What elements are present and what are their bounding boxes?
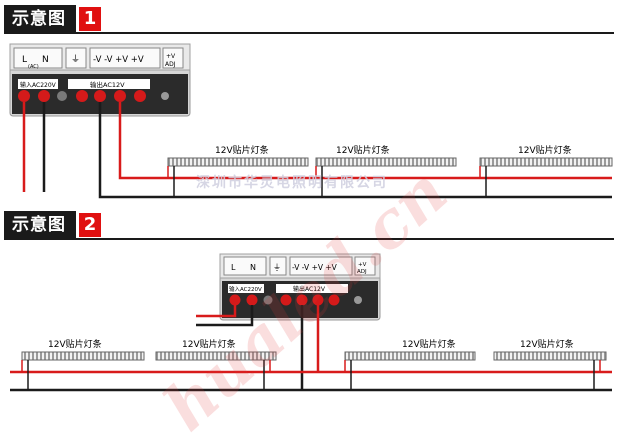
- psu2-label-N: N: [250, 263, 256, 272]
- psu1-output-label: 输出AC12V: [90, 80, 125, 89]
- psu2-label-L: L: [231, 263, 236, 272]
- diagram-canvas: 示意图 1 示意图 2 L N (AC) ⏚ -V -V +V +V: [4, 4, 614, 446]
- diagram-1-number-badge: 1: [79, 7, 101, 31]
- diagram-2-power-supply: L N ⏚ -V -V +V +V +V ADJ 输入AC220V 输出AC12…: [219, 253, 381, 321]
- wiring-diagram-svg: L N (AC) ⏚ -V -V +V +V +V ADJ 输入AC220V: [9, 43, 613, 392]
- diagram-2-title: 示意图: [4, 211, 76, 239]
- psu1-input-label: 输入AC220V: [20, 81, 57, 89]
- d2-strip-3-label: 12V贴片灯条: [402, 338, 456, 350]
- diagram-2-number-badge: 2: [79, 213, 101, 237]
- d1-bus-negative: [98, 102, 612, 199]
- d2-strip-2-label: 12V贴片灯条: [182, 338, 236, 350]
- psu1-label-N: N: [42, 55, 49, 65]
- psu2-input-label: 输入AC220V: [229, 285, 262, 293]
- d2-strip-4: 12V贴片灯条: [493, 338, 607, 390]
- psu2-output-label: 输出AC12V: [293, 285, 326, 293]
- d2-input-wire-red: [196, 305, 237, 318]
- d2-strip-3: 12V贴片灯条: [344, 338, 476, 390]
- d1-strip-2-label: 12V贴片灯条: [336, 144, 390, 156]
- d1-strip-3-label: 12V贴片灯条: [518, 144, 572, 156]
- d1-strip-1: 12V贴片灯条: [167, 144, 309, 197]
- diagram-1-power-supply: L N (AC) ⏚ -V -V +V +V +V ADJ 输入AC220V: [9, 43, 191, 117]
- psu1-label-L: L: [22, 55, 27, 65]
- d1-strip-1-label: 12V贴片灯条: [215, 144, 269, 156]
- psu2-label-ground: ⏚: [273, 263, 281, 272]
- d1-bus-positive: [118, 102, 612, 180]
- d1-strip-2: 12V贴片灯条: [315, 144, 457, 197]
- diagram-1-divider: [4, 32, 614, 34]
- diagram-1-header: 示意图 1: [4, 4, 101, 34]
- d2-input-wire-black: [196, 305, 254, 327]
- psu1-terminal-block: [18, 90, 169, 102]
- d2-strip-2: 12V贴片灯条: [155, 338, 277, 390]
- psu2-terminal-block: [229, 294, 362, 306]
- psu2-label-adj-v: +V: [358, 262, 367, 268]
- psu1-label-ground: ⏚: [71, 54, 80, 65]
- psu1-label-outputs: -V -V +V +V: [93, 55, 144, 65]
- d2-strip-1-label: 12V贴片灯条: [48, 338, 102, 350]
- psu1-label-adj: ADJ: [165, 61, 176, 68]
- diagram-1-title: 示意图: [4, 5, 76, 33]
- psu2-label-outputs: -V -V +V +V: [292, 263, 338, 272]
- d2-strip-4-label: 12V贴片灯条: [520, 338, 574, 350]
- psu2-label-adj: ADJ: [357, 269, 367, 275]
- diagram-2-header: 示意图 2: [4, 210, 101, 240]
- diagram-2-divider: [4, 238, 614, 240]
- d1-strip-3: 12V贴片灯条: [479, 144, 613, 197]
- d2-strip-1: 12V贴片灯条: [21, 338, 145, 390]
- psu1-label-ac: (AC): [28, 64, 39, 70]
- psu1-label-adj-v: +V: [166, 53, 176, 60]
